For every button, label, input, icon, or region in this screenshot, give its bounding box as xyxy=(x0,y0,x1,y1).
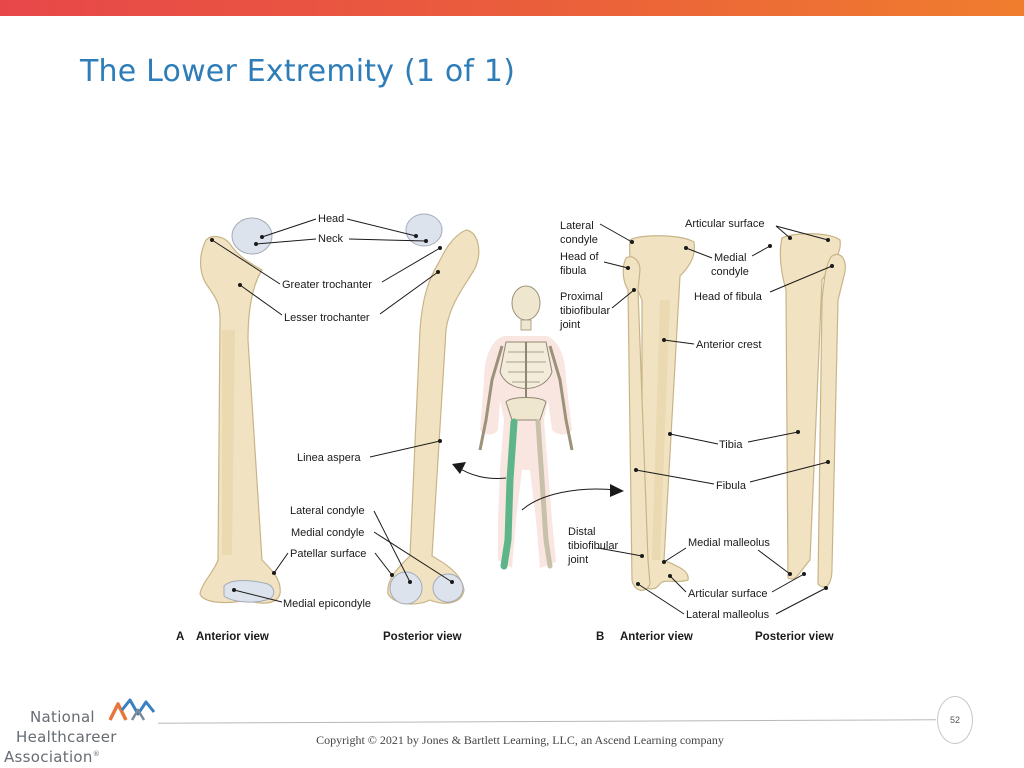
label-head-of-fibula-left-1: Head of xyxy=(560,251,599,263)
label-fibula: Fibula xyxy=(716,480,747,492)
panel-b-anterior-view: Anterior view xyxy=(620,631,693,643)
tibia-fibula-anterior-illustration xyxy=(622,235,695,591)
page-number: 52 xyxy=(937,696,973,744)
logo-registered-mark: ® xyxy=(92,750,101,758)
label-head-of-fibula-left-2: fibula xyxy=(560,265,587,277)
label-linea-aspera: Linea aspera xyxy=(297,452,361,464)
panel-a-anterior-view: Anterior view xyxy=(196,631,269,643)
label-proximal-tibiofibular-2: tibiofibular xyxy=(560,305,610,317)
logo-text-national: National xyxy=(30,708,95,726)
label-lateral-condyle-leg-1: Lateral xyxy=(560,220,594,232)
femur-posterior-illustration xyxy=(387,213,480,605)
panel-a-letter: A xyxy=(176,631,184,643)
label-lateral-malleolus: Lateral malleolus xyxy=(686,609,770,621)
label-articular-surface-top: Articular surface xyxy=(685,218,764,230)
femur-leader-lines xyxy=(210,218,454,603)
label-medial-epicondyle: Medial epicondyle xyxy=(283,598,371,610)
leg-leader-lines xyxy=(597,223,834,615)
skeleton-figure xyxy=(478,285,574,570)
label-medial-condyle-leg-1: Medial xyxy=(714,252,746,264)
label-lateral-condyle-femur: Lateral condyle xyxy=(290,505,365,517)
label-proximal-tibiofibular-1: Proximal xyxy=(560,291,603,303)
label-lateral-condyle-leg-2: condyle xyxy=(560,234,598,246)
label-distal-tibiofibular-1: Distal xyxy=(568,526,596,538)
label-medial-malleolus: Medial malleolus xyxy=(688,537,770,549)
label-proximal-tibiofibular-3: joint xyxy=(559,319,580,331)
arrow-to-femur-icon xyxy=(455,465,507,479)
panel-b-posterior-view: Posterior view xyxy=(755,631,834,643)
label-articular-surface-bottom: Articular surface xyxy=(688,588,767,600)
label-head-of-fibula-right: Head of fibula xyxy=(694,291,763,303)
arrowhead-leg-icon xyxy=(610,484,624,497)
label-distal-tibiofibular-3: joint xyxy=(567,554,588,566)
copyright-text: Copyright © 2021 by Jones & Bartlett Lea… xyxy=(316,733,724,747)
label-patellar-surface: Patellar surface xyxy=(290,548,366,560)
label-greater-trochanter: Greater trochanter xyxy=(282,279,372,291)
label-anterior-crest: Anterior crest xyxy=(696,339,761,351)
label-distal-tibiofibular-2: tibiofibular xyxy=(568,540,618,552)
tibia-fibula-posterior-illustration xyxy=(779,233,846,588)
label-medial-condyle-leg-2: condyle xyxy=(711,266,749,278)
label-lesser-trochanter: Lesser trochanter xyxy=(284,312,370,324)
arrow-to-leg-icon xyxy=(521,488,617,511)
top-accent-bar xyxy=(0,0,1024,16)
panel-a-posterior-view: Posterior view xyxy=(383,631,462,643)
panel-b-letter: B xyxy=(596,631,604,643)
label-medial-condyle-femur: Medial condyle xyxy=(291,527,364,539)
logo-text-association-word: Association xyxy=(4,748,93,766)
femur-anterior-illustration xyxy=(199,217,281,604)
slide-title: The Lower Extremity (1 of 1) xyxy=(80,54,516,89)
logo-text-association: Association® xyxy=(4,748,100,766)
label-tibia: Tibia xyxy=(719,439,743,451)
nha-logo-icon xyxy=(108,698,156,721)
label-head: Head xyxy=(318,213,344,225)
arrowhead-femur-icon xyxy=(452,462,466,474)
label-neck: Neck xyxy=(318,233,344,245)
logo-text-healthcareer: Healthcareer xyxy=(16,728,117,746)
